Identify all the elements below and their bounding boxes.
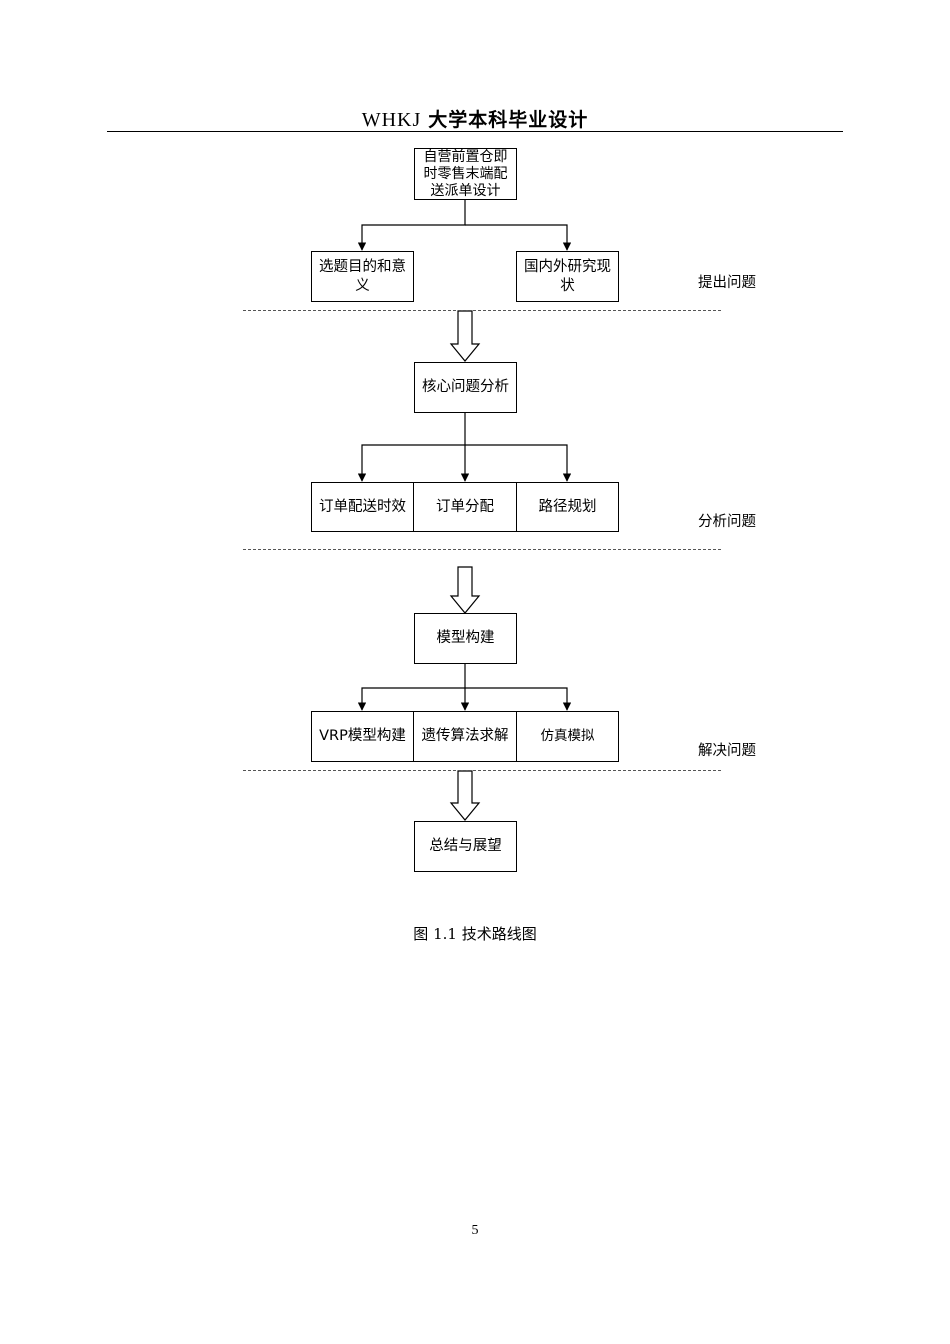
model-build-box: 模型构建 — [414, 613, 517, 664]
block-arrow-2 — [449, 566, 481, 614]
delivery-time-box: 订单配送时效 — [311, 482, 414, 532]
core-analysis-box: 核心问题分析 — [414, 362, 517, 413]
connector-model-right — [465, 687, 572, 711]
connector-root-left — [357, 200, 466, 251]
simulation-box: 仿真模拟 — [516, 711, 619, 762]
figure-caption: 图 1.1 技术路线图 — [413, 925, 537, 943]
summary-box: 总结与展望 — [414, 821, 517, 872]
header-rule — [107, 131, 843, 132]
stage-label-propose: 提出问题 — [698, 275, 756, 291]
vrp-model-box: VRP模型构建 — [311, 711, 414, 762]
stage-divider-2 — [243, 549, 721, 550]
order-assignment-box: 订单分配 — [413, 482, 517, 532]
root-box: 自营前置仓即时零售末端配送派单设计 — [414, 148, 517, 200]
connector-model-left — [357, 664, 466, 711]
stage-label-analyze: 分析问题 — [698, 514, 756, 530]
stage-divider-1 — [243, 310, 721, 311]
research-status-box: 国内外研究现状 — [516, 251, 619, 302]
page-number: 5 — [471, 1223, 479, 1238]
stage-divider-3 — [243, 770, 721, 771]
header-abbrev: WHKJ — [361, 109, 422, 131]
block-arrow-1 — [449, 310, 481, 362]
stage-label-solve: 解决问题 — [698, 743, 756, 759]
connector-core-right — [465, 444, 572, 482]
route-planning-box: 路径规划 — [516, 482, 619, 532]
genetic-algorithm-box: 遗传算法求解 — [413, 711, 517, 762]
connector-root-right — [465, 224, 572, 251]
purpose-box: 选题目的和意义 — [311, 251, 414, 302]
running-header: WHKJ 大学本科毕业设计 — [0, 105, 950, 132]
header-title: 大学本科毕业设计 — [428, 109, 589, 131]
block-arrow-3 — [449, 770, 481, 821]
connector-core-left — [357, 413, 466, 482]
